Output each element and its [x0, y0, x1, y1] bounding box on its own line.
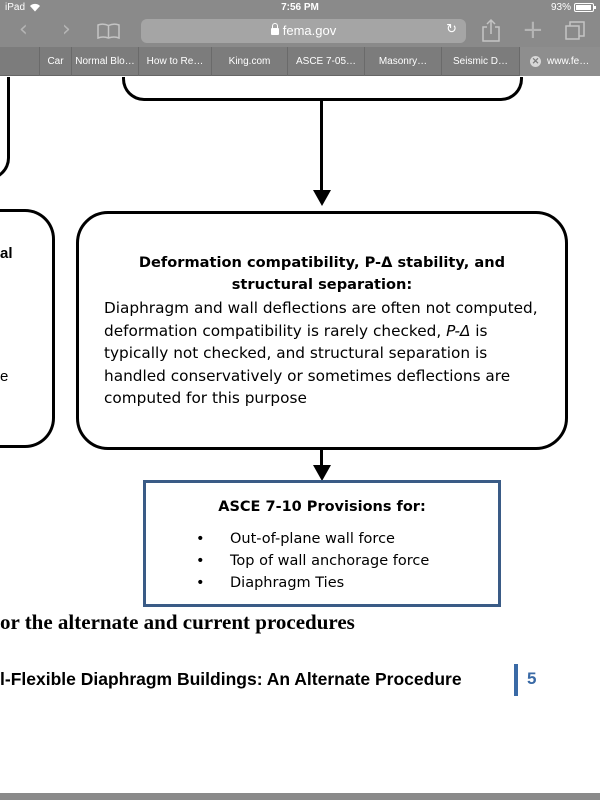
list-item: • Out-of-plane wall force	[146, 528, 498, 550]
wifi-icon	[30, 3, 41, 12]
tab-2[interactable]: Normal Blo…	[72, 47, 139, 76]
status-left: iPad	[5, 2, 41, 13]
url-text: fema.gov	[282, 23, 337, 38]
box-body-text-end: is typically not checked, and structural…	[104, 321, 511, 408]
tab-label: Masonry…	[378, 56, 428, 67]
tab-label: King.com	[228, 56, 271, 67]
lock-icon	[270, 23, 279, 35]
tab-7[interactable]: Seismic D…	[442, 47, 520, 76]
box-title: Deformation compatibility, P-Δ stability…	[138, 254, 506, 293]
flowchart-box-left-upper	[0, 77, 10, 180]
address-bar[interactable]: fema.gov ↻	[141, 19, 466, 43]
tab-6[interactable]: Masonry…	[365, 47, 442, 76]
list-item: • Diaphragm Ties	[146, 572, 498, 594]
back-icon[interactable]: ‹	[19, 17, 28, 42]
box-body-italic: P-Δ	[446, 321, 471, 340]
footer-divider	[514, 664, 518, 696]
connector-line-lower	[320, 450, 323, 470]
asce-list: • Out-of-plane wall force • Top of wall an…	[146, 528, 498, 594]
tab-8-active[interactable]: ✕ www.fe…	[520, 47, 600, 76]
tab-5[interactable]: ASCE 7-05…	[288, 47, 365, 76]
figure-caption: or the alternate and current procedures	[0, 610, 355, 634]
battery-icon	[574, 3, 596, 12]
tab-0[interactable]	[0, 47, 40, 76]
tab-label: Seismic D…	[452, 56, 508, 67]
tab-label: www.fe…	[547, 56, 590, 67]
asce-title: ASCE 7-10 Provisions for:	[218, 499, 426, 515]
connector-line-upper	[320, 101, 323, 197]
tab-label: Car	[47, 56, 64, 67]
share-icon[interactable]	[482, 18, 500, 42]
list-item-text: Out-of-plane wall force	[230, 531, 395, 547]
flowchart-box-upper	[122, 77, 523, 101]
page-number: 5	[527, 669, 537, 688]
box-body: Diaphragm and wall deflections are often…	[104, 297, 547, 410]
close-tab-icon[interactable]: ✕	[530, 56, 541, 67]
list-item: • Top of wall anchorage force	[146, 550, 498, 572]
status-right: 93%	[550, 2, 596, 13]
flowchart-box-left-middle	[0, 209, 55, 448]
bullet-icon: •	[196, 553, 205, 569]
forward-icon[interactable]: ›	[62, 17, 71, 42]
arrow-down-icon	[313, 190, 331, 206]
battery-percent: 93%	[550, 2, 571, 13]
list-item-text: Diaphragm Ties	[230, 575, 345, 591]
new-tab-icon[interactable]: +	[522, 15, 544, 45]
bottom-bar	[0, 793, 600, 800]
slide-footer-title: l-Flexible Diaphragm Buildings: An Alter…	[0, 669, 462, 689]
arrow-down-icon	[313, 465, 331, 481]
tab-4[interactable]: King.com	[212, 47, 288, 76]
document-page: al e Deformation compatibility, P-Δ stab…	[0, 77, 600, 792]
asce-provisions-box: ASCE 7-10 Provisions for: • Out-of-plane …	[143, 480, 501, 607]
box-body-text: Diaphragm and wall deflections are often…	[104, 299, 538, 340]
reload-icon[interactable]: ↻	[446, 22, 457, 37]
bullet-icon: •	[196, 575, 205, 591]
url-display: fema.gov	[141, 23, 466, 38]
status-bar: iPad 7:56 PM 93%	[0, 0, 600, 16]
tab-label: How to Re…	[146, 56, 204, 67]
battery-level	[576, 5, 591, 10]
bookmarks-icon[interactable]	[97, 23, 120, 39]
left-box-fragment-title: al	[0, 245, 13, 262]
tab-strip: Car Normal Blo… How to Re… King.com ASCE…	[0, 47, 600, 76]
deformation-compatibility-box: Deformation compatibility, P-Δ stability…	[76, 211, 568, 450]
left-box-fragment-text: e	[0, 368, 9, 385]
list-item-text: Top of wall anchorage force	[230, 553, 430, 569]
clock: 7:56 PM	[281, 2, 319, 13]
tab-label: ASCE 7-05…	[295, 56, 357, 67]
browser-toolbar: ‹ › fema.gov ↻ +	[0, 15, 600, 47]
bullet-icon: •	[196, 531, 205, 547]
device-label: iPad	[5, 2, 26, 13]
tab-3[interactable]: How to Re…	[139, 47, 212, 76]
tab-label: Normal Blo…	[75, 56, 135, 67]
tab-1[interactable]: Car	[40, 47, 72, 76]
tabs-overview-icon[interactable]	[565, 21, 585, 41]
